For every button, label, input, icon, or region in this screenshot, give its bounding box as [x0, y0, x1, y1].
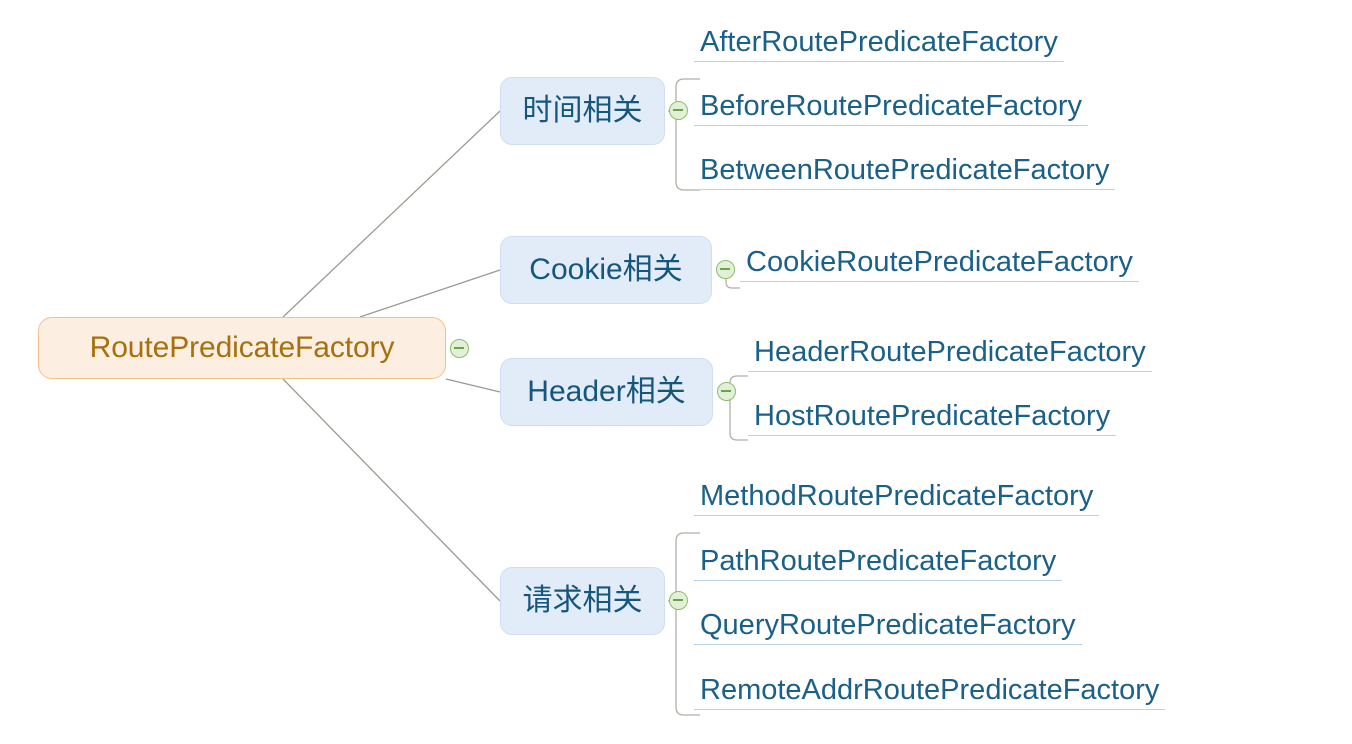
branch-node-label: Header相关	[527, 375, 686, 408]
leaf-node[interactable]: QueryRoutePredicateFactory	[694, 610, 1082, 646]
leaf-node-label: MethodRoutePredicateFactory	[694, 481, 1100, 517]
root-node-label: RoutePredicateFactory	[89, 331, 395, 364]
leaf-node-label: HostRoutePredicateFactory	[748, 401, 1117, 437]
leaf-node-label: BetweenRoutePredicateFactory	[694, 155, 1116, 191]
leaf-node-label: QueryRoutePredicateFactory	[694, 610, 1082, 646]
leaf-node-label: CookieRoutePredicateFactory	[740, 247, 1139, 283]
collapse-minus-icon-cookie[interactable]	[716, 260, 735, 279]
connector-root-to-cookie	[359, 269, 501, 318]
leaf-node[interactable]: AfterRoutePredicateFactory	[694, 27, 1064, 63]
branch-node-request[interactable]: 请求相关	[500, 567, 665, 635]
branch-node-label: Cookie相关	[529, 253, 683, 286]
leaf-node-label: AfterRoutePredicateFactory	[694, 27, 1064, 63]
leaf-node-label: RemoteAddrRoutePredicateFactory	[694, 675, 1166, 711]
leaf-node[interactable]: HostRoutePredicateFactory	[748, 401, 1117, 437]
leaf-node[interactable]: CookieRoutePredicateFactory	[740, 247, 1139, 283]
leaf-node-label: PathRoutePredicateFactory	[694, 546, 1063, 582]
leaf-node[interactable]: BeforeRoutePredicateFactory	[694, 91, 1089, 127]
leaf-node[interactable]: BetweenRoutePredicateFactory	[694, 155, 1116, 191]
root-node[interactable]: RoutePredicateFactory	[38, 317, 446, 379]
leaf-node[interactable]: RemoteAddrRoutePredicateFactory	[694, 675, 1166, 711]
leaf-node[interactable]: PathRoutePredicateFactory	[694, 546, 1063, 582]
branch-node-label: 时间相关	[522, 94, 643, 127]
leaf-node-label: BeforeRoutePredicateFactory	[694, 91, 1089, 127]
branch-node-time[interactable]: 时间相关	[500, 77, 665, 145]
connector-root-to-request	[282, 378, 501, 602]
branch-node-header[interactable]: Header相关	[500, 358, 713, 426]
collapse-minus-icon-request[interactable]	[669, 591, 688, 610]
branch-node-label: 请求相关	[522, 584, 643, 617]
connector-root-to-time	[282, 110, 501, 318]
collapse-minus-icon-root[interactable]	[450, 339, 469, 358]
leaf-node[interactable]: MethodRoutePredicateFactory	[694, 481, 1100, 517]
leaf-node[interactable]: HeaderRoutePredicateFactory	[748, 337, 1152, 373]
connector-root-to-header	[445, 378, 501, 393]
collapse-minus-icon-time[interactable]	[669, 101, 688, 120]
branch-node-cookie[interactable]: Cookie相关	[500, 236, 712, 304]
leaf-node-label: HeaderRoutePredicateFactory	[748, 337, 1152, 373]
collapse-minus-icon-header[interactable]	[717, 382, 736, 401]
